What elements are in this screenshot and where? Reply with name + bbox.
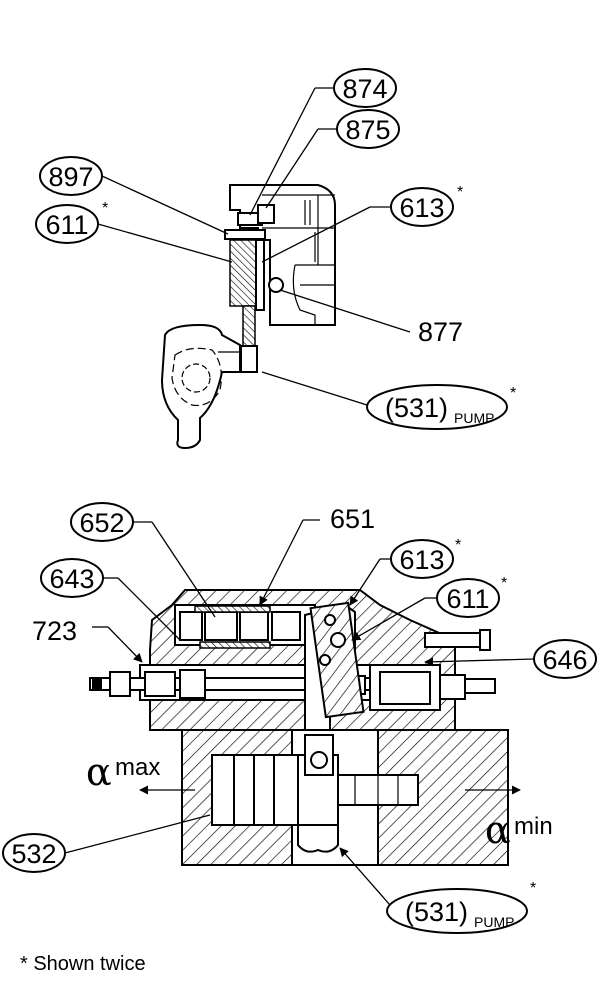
svg-text:613: 613: [399, 193, 444, 223]
label-531-bottom: (531) PUMP *: [339, 847, 536, 934]
bottom-assembly: [89, 589, 509, 866]
label-613-bottom: 613 *: [349, 537, 461, 606]
label-611-top: 611 *: [35, 200, 233, 263]
svg-text:651: 651: [330, 504, 375, 534]
label-874: 874: [249, 68, 397, 216]
svg-text:652: 652: [79, 508, 124, 538]
svg-text:877: 877: [418, 317, 463, 347]
svg-text:α: α: [485, 808, 511, 852]
svg-text:532: 532: [11, 839, 56, 869]
svg-text:*: *: [510, 385, 516, 402]
svg-text:PUMP: PUMP: [454, 410, 494, 426]
svg-text:* Shown twice: * Shown twice: [20, 953, 146, 975]
svg-text:611: 611: [446, 584, 489, 614]
label-877: 877: [279, 289, 463, 347]
svg-text:(531): (531): [405, 897, 468, 927]
svg-text:(531): (531): [385, 393, 448, 423]
alpha-max-label: α max: [86, 750, 160, 794]
svg-text:*: *: [102, 200, 108, 217]
svg-text:875: 875: [345, 115, 390, 145]
svg-text:*: *: [530, 880, 536, 897]
label-651: 651: [259, 504, 375, 606]
label-611-bottom: 611 *: [351, 575, 507, 641]
footnote: * Shown twice: [20, 953, 146, 975]
svg-text:723: 723: [32, 616, 77, 646]
svg-text:PUMP: PUMP: [474, 914, 514, 930]
svg-text:*: *: [501, 575, 507, 592]
label-531-top: (531) PUMP *: [261, 371, 516, 430]
svg-text:897: 897: [48, 162, 93, 192]
svg-text:643: 643: [49, 564, 94, 594]
alpha-min-label: α min: [485, 808, 553, 852]
label-875: 875: [265, 109, 400, 209]
label-646: 646: [424, 639, 597, 679]
svg-text:max: max: [115, 754, 160, 781]
label-897: 897: [39, 156, 229, 235]
svg-text:*: *: [455, 537, 461, 554]
label-652: 652: [70, 502, 216, 618]
svg-text:*: *: [457, 184, 463, 201]
label-723: 723: [32, 616, 143, 663]
svg-text:min: min: [514, 813, 553, 840]
label-643: 643: [40, 558, 181, 641]
svg-text:874: 874: [342, 74, 387, 104]
label-613-top: 613 *: [261, 184, 463, 263]
svg-text:α: α: [86, 750, 112, 794]
top-assembly: [160, 184, 336, 450]
svg-text:646: 646: [542, 645, 587, 675]
label-532: 532: [2, 814, 211, 873]
svg-text:611: 611: [45, 210, 88, 240]
svg-text:613: 613: [399, 545, 444, 575]
